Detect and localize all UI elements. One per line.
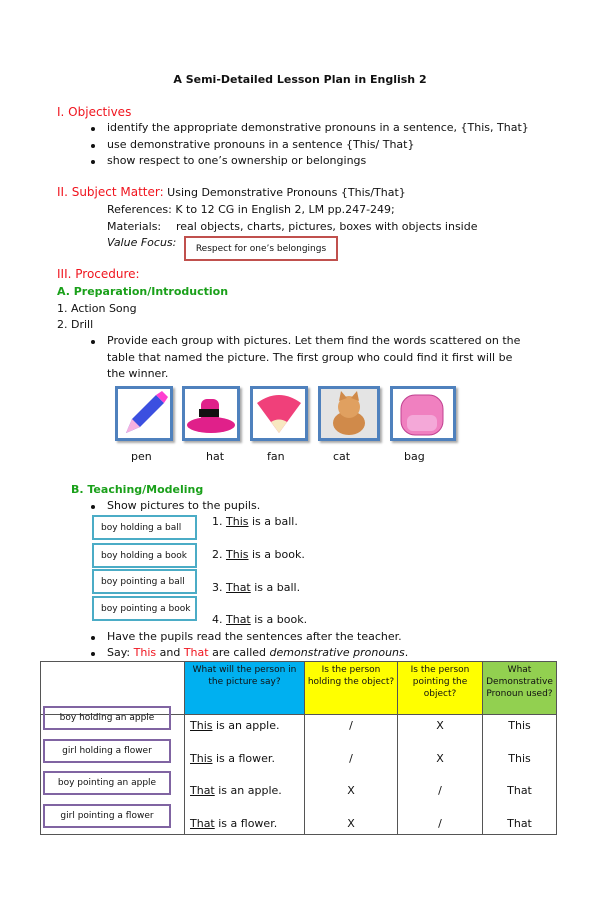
subject-matter-line: II. Subject Matter: Using Demonstrative … xyxy=(57,185,406,200)
cell-holding: / xyxy=(349,752,353,765)
references-value: K to 12 CG in English 2, LM pp.247-249; xyxy=(175,203,395,216)
table-header-row: What will the person in the picture say?… xyxy=(40,661,557,715)
drill-text: table that named the picture. The first … xyxy=(107,351,513,364)
table-body-row: This is an apple. This is a flower. That i… xyxy=(40,714,557,835)
step-drill: 2. Drill xyxy=(57,318,94,331)
references: References: K to 12 CG in English 2, LM … xyxy=(107,203,395,217)
pronoun-table: What will the person in the picture say?… xyxy=(40,661,557,835)
drill-text: the winner. xyxy=(107,367,169,380)
pencil-icon xyxy=(126,391,168,433)
picture-label: bag xyxy=(404,450,425,463)
header-holding: Is the person holding the object? xyxy=(304,661,398,715)
hat-icon xyxy=(187,399,235,433)
cell-pointing: X xyxy=(436,752,444,765)
page-title: A Semi-Detailed Lesson Plan in English 2 xyxy=(173,73,427,86)
cat-icon xyxy=(321,389,377,438)
objectives-heading: I. Objectives xyxy=(57,105,132,119)
section-b-heading: B. Teaching/Modeling xyxy=(71,483,204,496)
header-pointing: Is the person pointing the object? xyxy=(397,661,483,715)
cell-holding: X xyxy=(347,784,355,797)
cell-sentence: That is a flower. xyxy=(190,817,278,830)
picture-card: boy holding an apple xyxy=(43,706,171,730)
bullet xyxy=(91,652,95,656)
cell-pronoun-used: This xyxy=(508,719,531,732)
procedure-heading: III. Procedure: xyxy=(57,267,140,281)
cat-picture xyxy=(318,386,380,441)
sentence: 2. This is a book. xyxy=(212,548,305,561)
header-pronoun-used: What Demonstrative Pronoun used? xyxy=(482,661,557,715)
cell-pointing: X xyxy=(436,719,444,732)
bag-icon xyxy=(400,394,444,436)
materials-value: real objects, charts, pictures, boxes wi… xyxy=(176,220,478,233)
picture-card: boy pointing an apple xyxy=(43,771,171,795)
value-focus-label: Value Focus: xyxy=(107,236,177,249)
objective-item: show respect to one’s ownership or belon… xyxy=(107,154,367,167)
bullet xyxy=(91,160,95,164)
pen-picture xyxy=(115,386,173,441)
cell-pronoun-used: That xyxy=(507,784,532,797)
say-text: Say: This and That are called demonstrat… xyxy=(107,646,409,659)
bullet xyxy=(91,127,95,131)
header-what-say: What will the person in the picture say? xyxy=(184,661,305,715)
cell-sentence: This is a flower. xyxy=(190,752,275,765)
picture-card: girl holding a flower xyxy=(43,739,171,763)
references-label: References: xyxy=(107,203,172,216)
sentence: 3. That is a ball. xyxy=(212,581,301,594)
cell-holding: / xyxy=(349,719,353,732)
bullet xyxy=(91,144,95,148)
section-a-heading: A. Preparation/Introduction xyxy=(57,285,229,298)
bullet xyxy=(91,505,95,509)
materials-label: Materials: xyxy=(107,220,162,233)
picture-card: girl pointing a flower xyxy=(43,804,171,828)
picture-card: boy pointing a ball xyxy=(92,569,197,594)
value-focus-box: Respect for one’s belongings xyxy=(184,236,338,261)
bullet xyxy=(91,340,95,344)
show-pictures-text: Show pictures to the pupils. xyxy=(107,499,261,512)
cell-pronoun-used: This xyxy=(508,752,531,765)
cell-pointing: / xyxy=(438,817,442,830)
picture-card: boy holding a ball xyxy=(92,515,197,540)
picture-card: boy holding a book xyxy=(92,543,197,568)
subject-matter-heading: II. Subject Matter: xyxy=(57,185,164,199)
picture-label: hat xyxy=(206,450,225,463)
cell-sentence: That is an apple. xyxy=(190,784,282,797)
cell-pronoun-used: That xyxy=(507,817,532,830)
picture-label: fan xyxy=(267,450,285,463)
picture-label: cat xyxy=(333,450,351,463)
sentence: 1. This is a ball. xyxy=(212,515,298,528)
objective-item: identify the appropriate demonstrative p… xyxy=(107,121,529,134)
read-after-text: Have the pupils read the sentences after… xyxy=(107,630,402,643)
picture-label: pen xyxy=(131,450,152,463)
fan-icon xyxy=(257,395,301,433)
sentence: 4. That is a book. xyxy=(212,613,308,626)
step-action-song: 1. Action Song xyxy=(57,302,137,315)
drill-text: Provide each group with pictures. Let th… xyxy=(107,334,521,347)
bag-picture xyxy=(390,386,456,441)
cell-sentence: This is an apple. xyxy=(190,719,280,732)
bullet xyxy=(91,636,95,640)
hat-picture xyxy=(182,386,240,441)
objective-item: use demonstrative pronouns in a sentence… xyxy=(107,138,415,151)
subject-topic: Using Demonstrative Pronouns {This/That} xyxy=(167,186,406,199)
fan-picture xyxy=(250,386,308,441)
cell-holding: X xyxy=(347,817,355,830)
cell-pointing: / xyxy=(438,784,442,797)
picture-card: boy pointing a book xyxy=(92,596,197,621)
